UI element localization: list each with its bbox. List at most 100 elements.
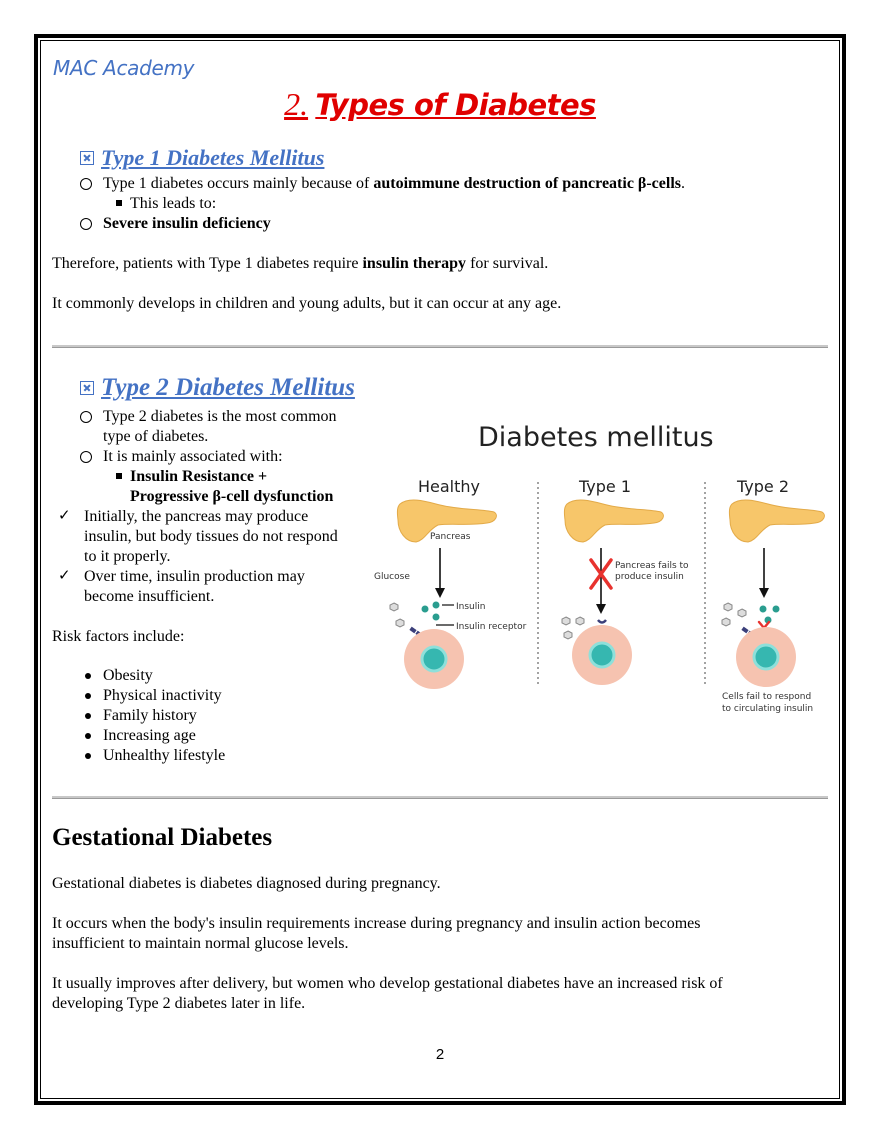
column-type1: Type 1: [578, 477, 631, 496]
label-pancreas-fails-line1: Pancreas fails to: [615, 561, 689, 571]
insulin-icon: [432, 601, 440, 609]
circle-bullet-icon: [80, 451, 92, 463]
circle-bullet-icon: [80, 178, 92, 190]
type2-item-1-line-1: Type 2 diabetes is the most common: [103, 408, 337, 425]
title-text: Types of Diabetes: [315, 88, 596, 122]
pancreas-icon: [728, 499, 825, 543]
label-glucose: Glucose: [374, 572, 410, 582]
arrow-head-icon: [759, 588, 769, 598]
section-divider: [52, 345, 828, 348]
checkmark-icon: ✓: [58, 566, 71, 584]
type2-check-2-line-1: Over time, insulin production may: [84, 568, 305, 585]
insulin-icon: [759, 605, 767, 613]
square-bullet-icon: [116, 200, 122, 206]
gestational-paragraph-2-line-1: It occurs when the body's insulin requir…: [52, 915, 701, 932]
type2-check-1-line-3: to it properly.: [84, 548, 171, 565]
text-run: for survival.: [466, 255, 549, 272]
arrow-head-icon: [435, 588, 445, 598]
insulin-icon: [432, 613, 440, 621]
diabetes-illustration: Diabetes mellitus Healthy Type 1 Type 2 …: [374, 422, 825, 714]
blocked-x-icon: [589, 558, 613, 590]
label-pancreas-fails-line2: produce insulin: [615, 572, 684, 582]
label-insulin-receptor: Insulin receptor: [456, 622, 527, 632]
dot-bullet-icon: [85, 693, 91, 699]
type2-sub-line-1: Insulin Resistance +: [130, 468, 268, 485]
section-divider: [52, 796, 828, 799]
bold-run: insulin therapy: [362, 255, 467, 272]
type1-heading: Type 1 Diabetes Mellitus: [80, 145, 324, 171]
glucose-icon: [563, 630, 573, 640]
glucose-icon: [575, 616, 585, 626]
insulin-icon: [421, 605, 429, 613]
gestational-paragraph-3-line-1: It usually improves after delivery, but …: [52, 975, 723, 992]
type1-item-1: Type 1 diabetes occurs mainly because of…: [103, 174, 685, 194]
column-type2: Type 2: [736, 477, 789, 496]
text-run: Type 1 diabetes occurs mainly because of: [103, 175, 374, 192]
type2-check-2-line-2: become insufficient.: [84, 588, 215, 605]
close-box-icon: [80, 381, 94, 395]
dot-bullet-icon: [85, 753, 91, 759]
type2-heading: Type 2 Diabetes Mellitus: [80, 374, 355, 402]
text-run: .: [681, 175, 685, 192]
gestational-paragraph-1: Gestational diabetes is diabetes diagnos…: [52, 875, 441, 892]
type1-item-2: Severe insulin deficiency: [103, 215, 271, 232]
dot-bullet-icon: [85, 673, 91, 679]
risk-item: Obesity: [103, 667, 153, 684]
risk-item: Physical inactivity: [103, 687, 222, 704]
label-cells-fail-line2: to circulating insulin: [722, 704, 813, 714]
type1-paragraph-2: It commonly develops in children and you…: [52, 295, 562, 312]
glucose-icon: [389, 602, 399, 612]
type2-heading-text: Type 2 Diabetes Mellitus: [101, 374, 355, 401]
risk-item: Increasing age: [103, 727, 196, 744]
type1-heading-text: Type 1 Diabetes Mellitus: [101, 145, 325, 170]
type1-paragraph-1: Therefore, patients with Type 1 diabetes…: [52, 254, 548, 274]
page-border-outer: [34, 34, 846, 1105]
glucose-icon: [395, 618, 405, 628]
square-bullet-icon: [116, 473, 122, 479]
brand-name: MAC Academy: [53, 56, 195, 80]
circle-bullet-icon: [80, 411, 92, 423]
type2-sub-line-2: Progressive β-cell dysfunction: [130, 488, 334, 505]
column-healthy: Healthy: [418, 477, 480, 496]
nucleus-icon: [752, 643, 780, 671]
label-cells-fail-line1: Cells fail to respond: [722, 692, 811, 702]
title-number: 2.: [284, 86, 309, 122]
glucose-icon: [561, 616, 571, 626]
risk-item: Unhealthy lifestyle: [103, 747, 226, 764]
close-box-icon: [80, 151, 94, 165]
page-border-inner: [40, 40, 840, 1099]
dot-bullet-icon: [85, 713, 91, 719]
type2-item-2: It is mainly associated with:: [103, 448, 283, 465]
bold-run: autoimmune destruction of pancreatic β-c…: [373, 175, 681, 192]
arrow-head-icon: [596, 604, 606, 614]
type2-check-1-line-2: insulin, but body tissues do not respond: [84, 528, 338, 545]
type2-check-1-line-1: Initially, the pancreas may produce: [84, 508, 309, 525]
figure-title: Diabetes mellitus: [478, 422, 714, 453]
risk-factors-intro: Risk factors include:: [52, 628, 185, 645]
glucose-icon: [723, 602, 733, 612]
gestational-heading: Gestational Diabetes: [52, 824, 273, 851]
nucleus-icon: [420, 645, 448, 673]
gestational-paragraph-3-line-2: developing Type 2 diabetes later in life…: [52, 995, 306, 1012]
pancreas-icon: [563, 499, 664, 543]
gestational-paragraph-2-line-2: insufficient to maintain normal glucose …: [52, 935, 349, 952]
circle-bullet-icon: [80, 218, 92, 230]
page-number: 2: [435, 1046, 445, 1063]
label-insulin: Insulin: [456, 602, 485, 612]
glucose-icon: [721, 617, 731, 627]
dot-bullet-icon: [85, 733, 91, 739]
label-pancreas: Pancreas: [430, 532, 471, 542]
glucose-icon: [737, 608, 747, 618]
receptor-icon: [741, 626, 749, 634]
text-run: Therefore, patients with Type 1 diabetes…: [52, 255, 363, 272]
pancreas-icon: [396, 499, 497, 543]
type2-item-1-line-2: type of diabetes.: [103, 428, 209, 445]
checkmark-icon: ✓: [58, 506, 71, 524]
insulin-icon: [772, 605, 780, 613]
receptor-icon: [409, 626, 417, 634]
receptor-icon: [597, 619, 607, 624]
nucleus-icon: [588, 641, 616, 669]
type1-sub-item: This leads to:: [130, 195, 217, 212]
risk-item: Family history: [103, 707, 197, 724]
page-title: 2. Types of Diabetes: [0, 86, 880, 123]
